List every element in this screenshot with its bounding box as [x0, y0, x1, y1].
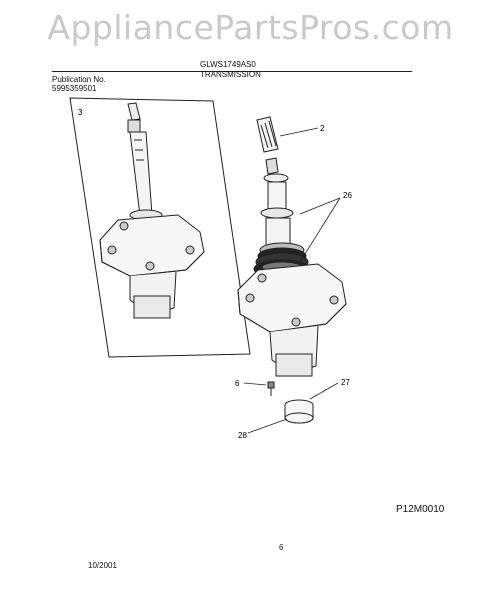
callout-27: 27	[341, 378, 350, 387]
publication-date: 10/2001	[88, 561, 117, 570]
section-title: TRANSMISSION	[200, 70, 261, 79]
inset-transmission-assembly	[99, 102, 205, 319]
leader-lines	[243, 127, 341, 434]
figure-code: P12M0010	[396, 504, 445, 515]
callout-6: 6	[235, 379, 240, 388]
main-transmission-assembly	[237, 157, 347, 377]
watermark-logo: AppliancePartsPros.com	[47, 8, 454, 47]
publication-label: Publication No.	[52, 75, 106, 84]
splined-shaft-part	[256, 116, 279, 153]
callout-3: 3	[78, 108, 83, 117]
page-number: 6	[279, 543, 284, 552]
collar-bushing-part	[284, 399, 314, 424]
model-number: GLWS1749AS0	[200, 60, 256, 69]
header-rule	[52, 71, 412, 72]
publication-number: 5995359501	[52, 84, 97, 93]
callout-26: 26	[343, 191, 352, 200]
callout-28: 28	[238, 431, 247, 440]
inset-frame	[69, 97, 251, 358]
callout-2: 2	[320, 124, 325, 133]
screw-part	[267, 381, 275, 396]
